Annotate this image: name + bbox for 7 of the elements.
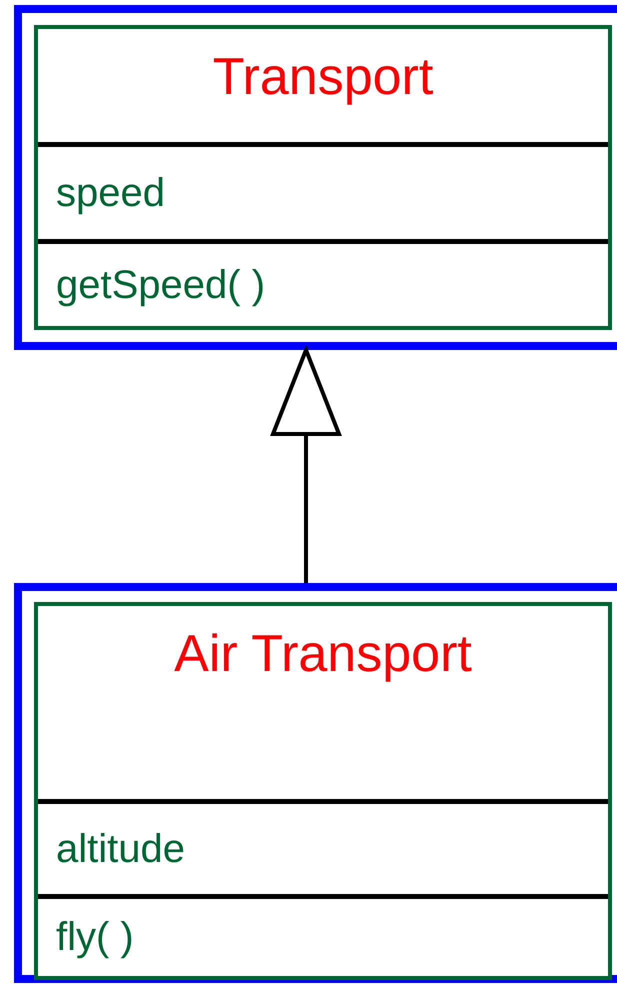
attribute-text: speed — [56, 170, 165, 216]
attribute-text: altitude — [56, 826, 185, 872]
method-text: fly( ) — [56, 915, 134, 960]
class-name: Transport — [212, 47, 434, 107]
method-text: getSpeed( ) — [56, 262, 266, 308]
class-frame — [14, 5, 617, 350]
class-name: Air Transport — [174, 624, 472, 684]
